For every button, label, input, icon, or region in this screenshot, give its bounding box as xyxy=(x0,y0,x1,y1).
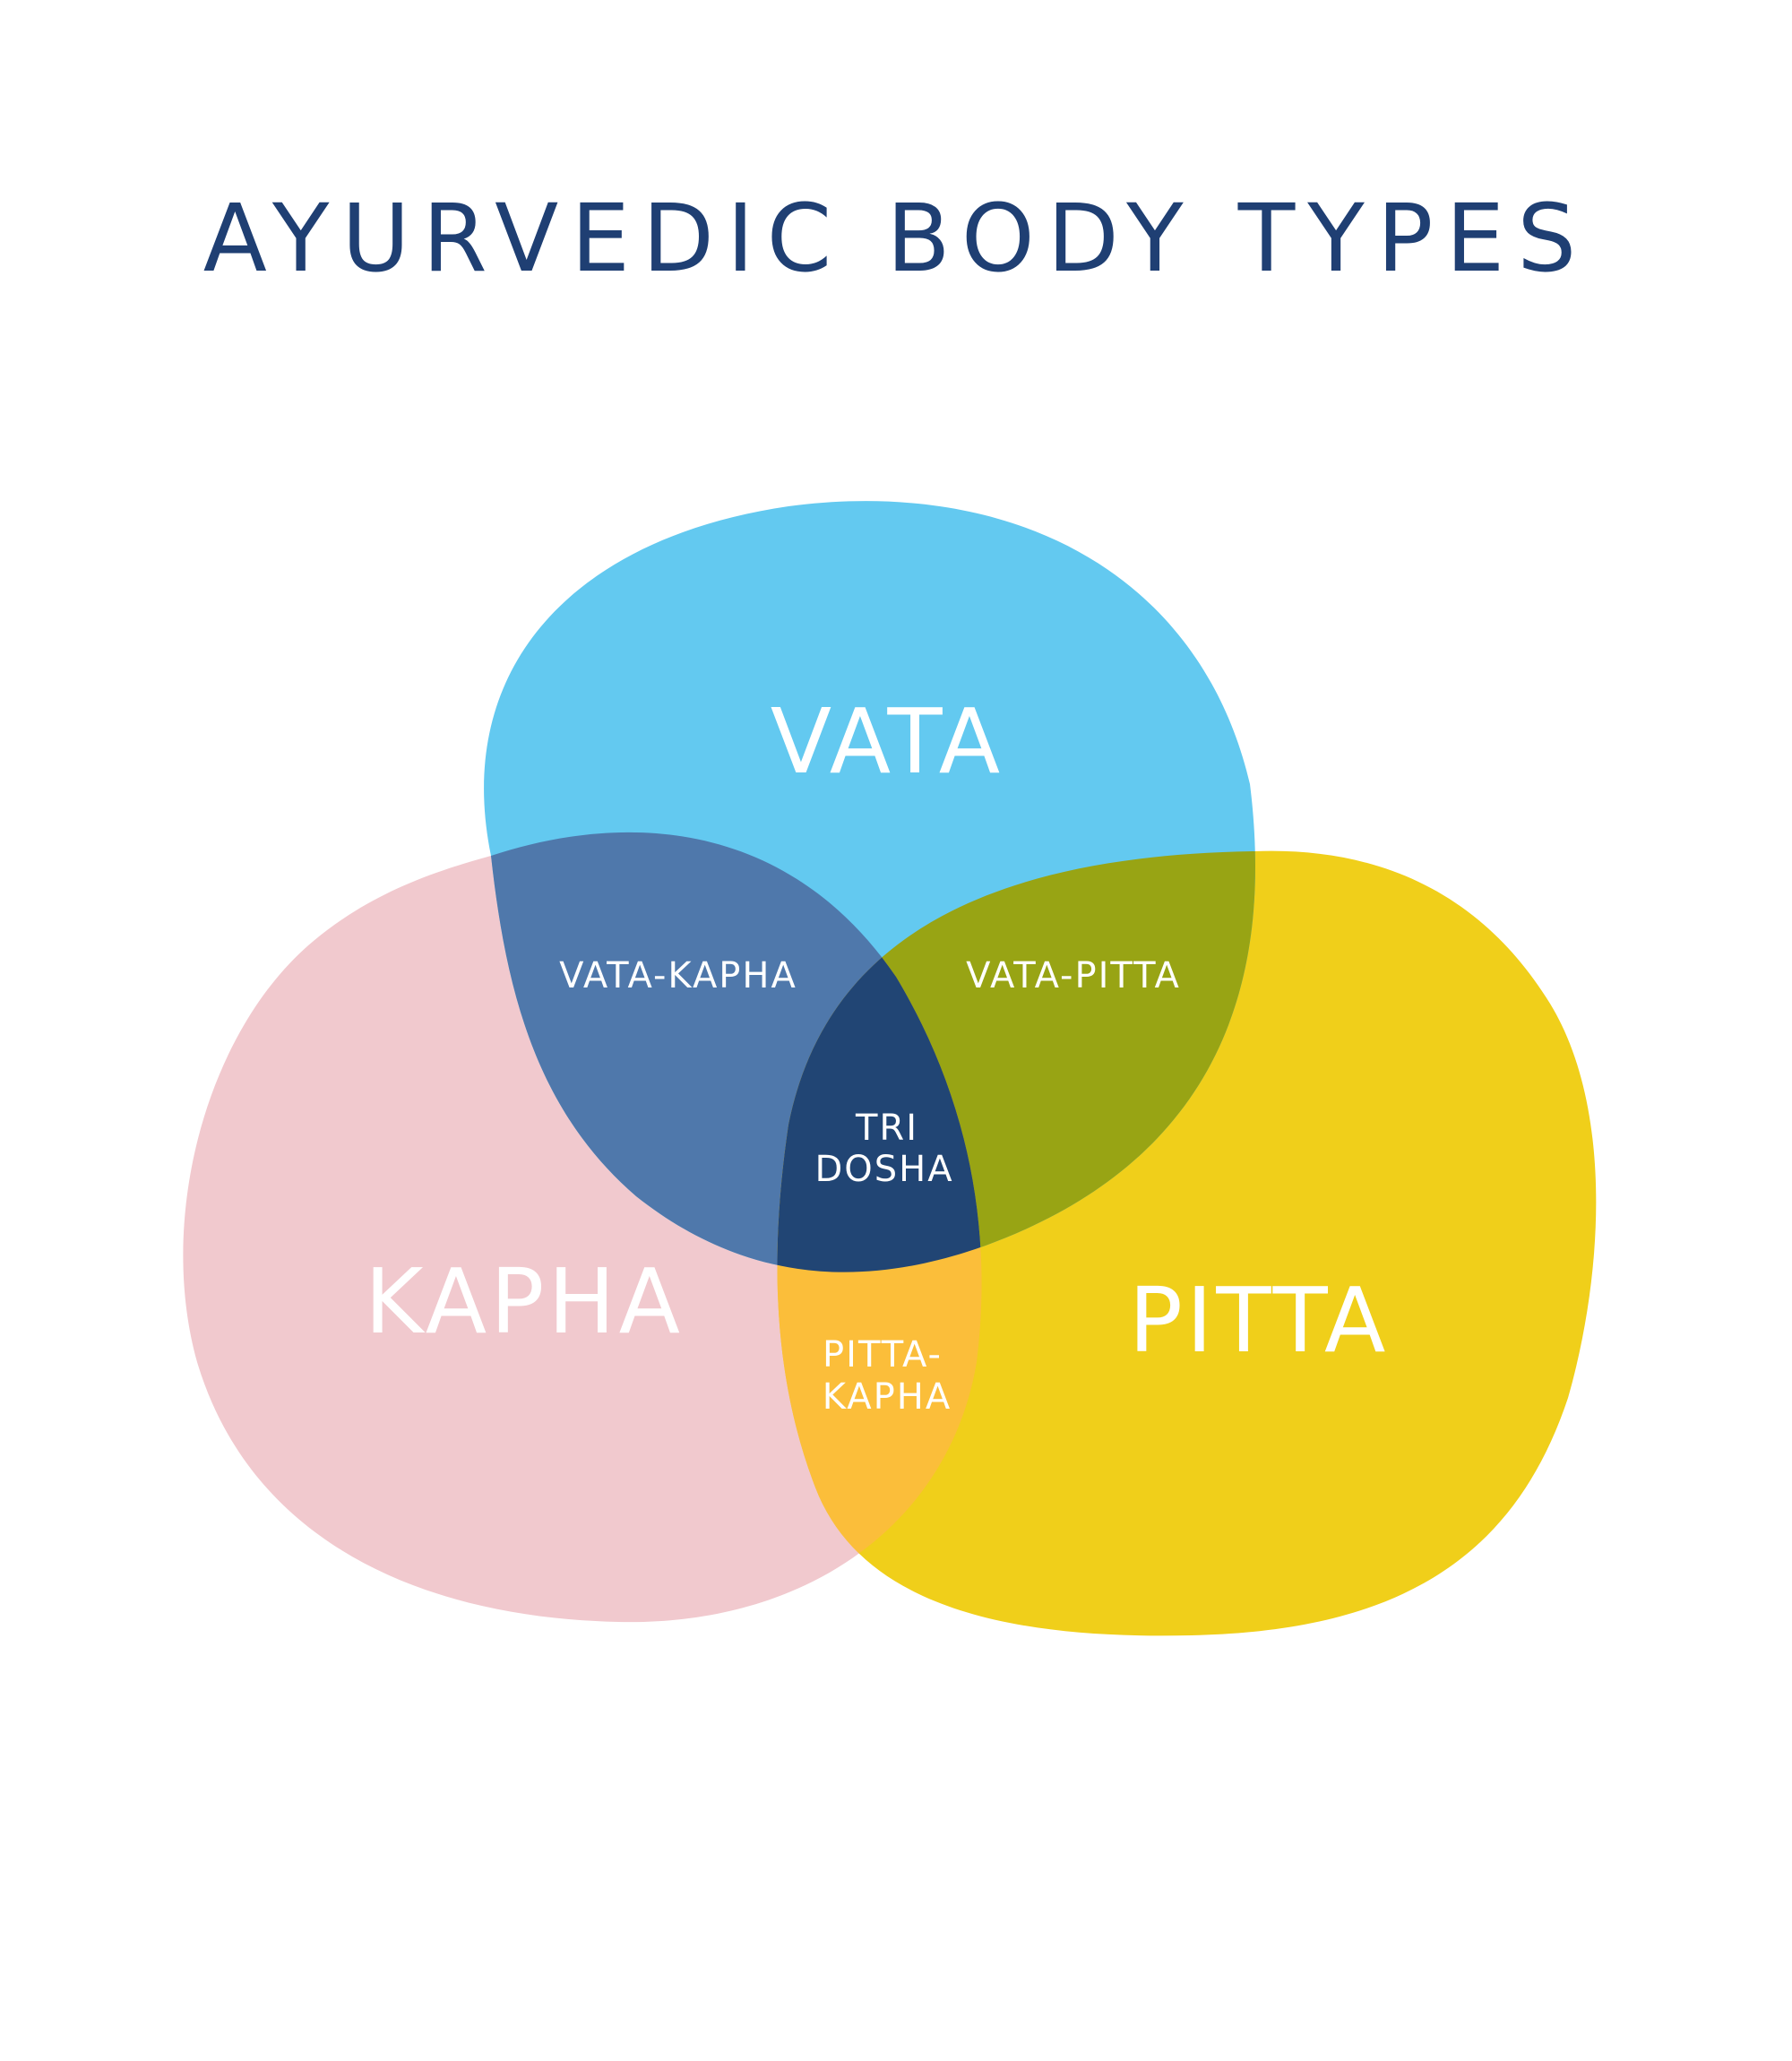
pitta-kapha-label-line2: KAPHA xyxy=(823,1376,952,1418)
vata-label: VATA xyxy=(771,689,1004,794)
pitta-kapha-label-line1: PITTA- xyxy=(823,1334,943,1375)
vata-pitta-label: VATA-PITTA xyxy=(966,955,1181,996)
tridosha-label-line1: TRI xyxy=(855,1108,918,1149)
vata-kapha-label: VATA-KAPHA xyxy=(559,955,797,996)
page-title: AYURVEDIC BODY TYPES xyxy=(202,184,1590,293)
pitta-label: PITTA xyxy=(1129,1268,1390,1373)
kapha-label: KAPHA xyxy=(365,1249,684,1354)
tridosha-label-line2: DOSHA xyxy=(814,1149,953,1190)
